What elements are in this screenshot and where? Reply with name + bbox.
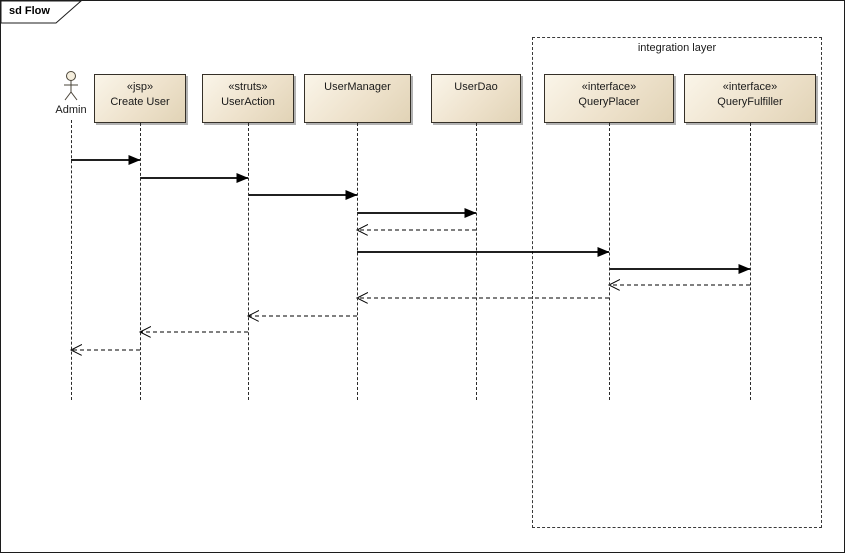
stereotype-label: «jsp» (126, 81, 154, 93)
lifeline-query-fulfiller[interactable] (750, 123, 751, 400)
lifeline-name: Create User (110, 96, 170, 108)
lifeline-name: QueryFulfiller (717, 96, 783, 108)
lifeline-name: UserDao (454, 81, 498, 93)
stereotype-label: «struts» (228, 81, 268, 93)
stereotype-label: «interface» (722, 81, 778, 93)
lifeline-head-user-manager[interactable]: UserManager (304, 74, 411, 123)
integration-layer-boundary[interactable]: integration layer (532, 37, 822, 528)
lifeline-head-user-dao[interactable]: UserDao (431, 74, 521, 123)
lifeline-query-placer[interactable] (609, 123, 610, 400)
actor-right-leg (70, 91, 78, 101)
lifeline-head-create-user[interactable]: «jsp» Create User (94, 74, 186, 123)
integration-layer-label: integration layer (637, 42, 717, 54)
actor-figure[interactable] (56, 67, 88, 107)
actor-label: Admin (55, 104, 87, 116)
lifeline-head-query-placer[interactable]: «interface» QueryPlacer (544, 74, 674, 123)
lifeline-user-dao[interactable] (476, 123, 477, 400)
lifeline-admin[interactable] (71, 120, 72, 400)
lifeline-user-manager[interactable] (357, 123, 358, 400)
frame-label-tab[interactable] (1, 1, 86, 25)
lifeline-name: UserAction (221, 96, 275, 108)
lifeline-create-user[interactable] (140, 123, 141, 400)
lifeline-name: QueryPlacer (578, 96, 640, 108)
lifeline-head-query-fulfiller[interactable]: «interface» QueryFulfiller (684, 74, 816, 123)
lifeline-user-action[interactable] (248, 123, 249, 400)
lifeline-head-user-action[interactable]: «struts» UserAction (202, 74, 294, 123)
stereotype-label: «interface» (581, 81, 637, 93)
frame-label: sd Flow (9, 5, 50, 17)
lifeline-name: UserManager (324, 81, 391, 93)
frame-tab-shape (1, 1, 82, 24)
actor-left-leg (64, 91, 72, 101)
